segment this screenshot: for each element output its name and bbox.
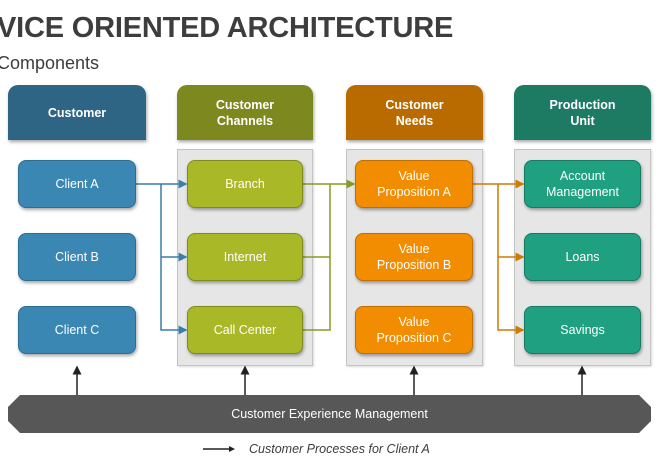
legend-label: Customer Processes for Client A bbox=[249, 442, 430, 456]
item-client-c: Client C bbox=[18, 306, 136, 354]
item-client-a: Client A bbox=[18, 160, 136, 208]
customer-experience-management-band: Customer Experience Management bbox=[8, 395, 651, 433]
item-account-management: Account Management bbox=[524, 160, 641, 208]
item-client-b: Client B bbox=[18, 233, 136, 281]
item-value-proposition-a: Value Proposition A bbox=[355, 160, 473, 208]
slide-title: VICE ORIENTED ARCHITECTURE bbox=[0, 12, 454, 44]
item-value-proposition-b: Value Proposition B bbox=[355, 233, 473, 281]
header-production-unit: Production Unit bbox=[514, 85, 651, 140]
item-savings: Savings bbox=[524, 306, 641, 354]
slide-subtitle: Components bbox=[0, 53, 100, 73]
header-customer-needs: Customer Needs bbox=[346, 85, 483, 140]
item-value-proposition-c: Value Proposition C bbox=[355, 306, 473, 354]
header-customer-channels: Customer Channels bbox=[177, 85, 313, 140]
header-customer: Customer bbox=[8, 85, 146, 140]
item-call-center: Call Center bbox=[187, 306, 303, 354]
band-label: Customer Experience Management bbox=[231, 407, 428, 421]
legend: Customer Processes for Client A bbox=[203, 442, 430, 456]
legend-arrow-icon bbox=[203, 446, 235, 452]
item-internet: Internet bbox=[187, 233, 303, 281]
item-branch: Branch bbox=[187, 160, 303, 208]
foundation-up-arrows bbox=[72, 365, 587, 395]
item-loans: Loans bbox=[524, 233, 641, 281]
